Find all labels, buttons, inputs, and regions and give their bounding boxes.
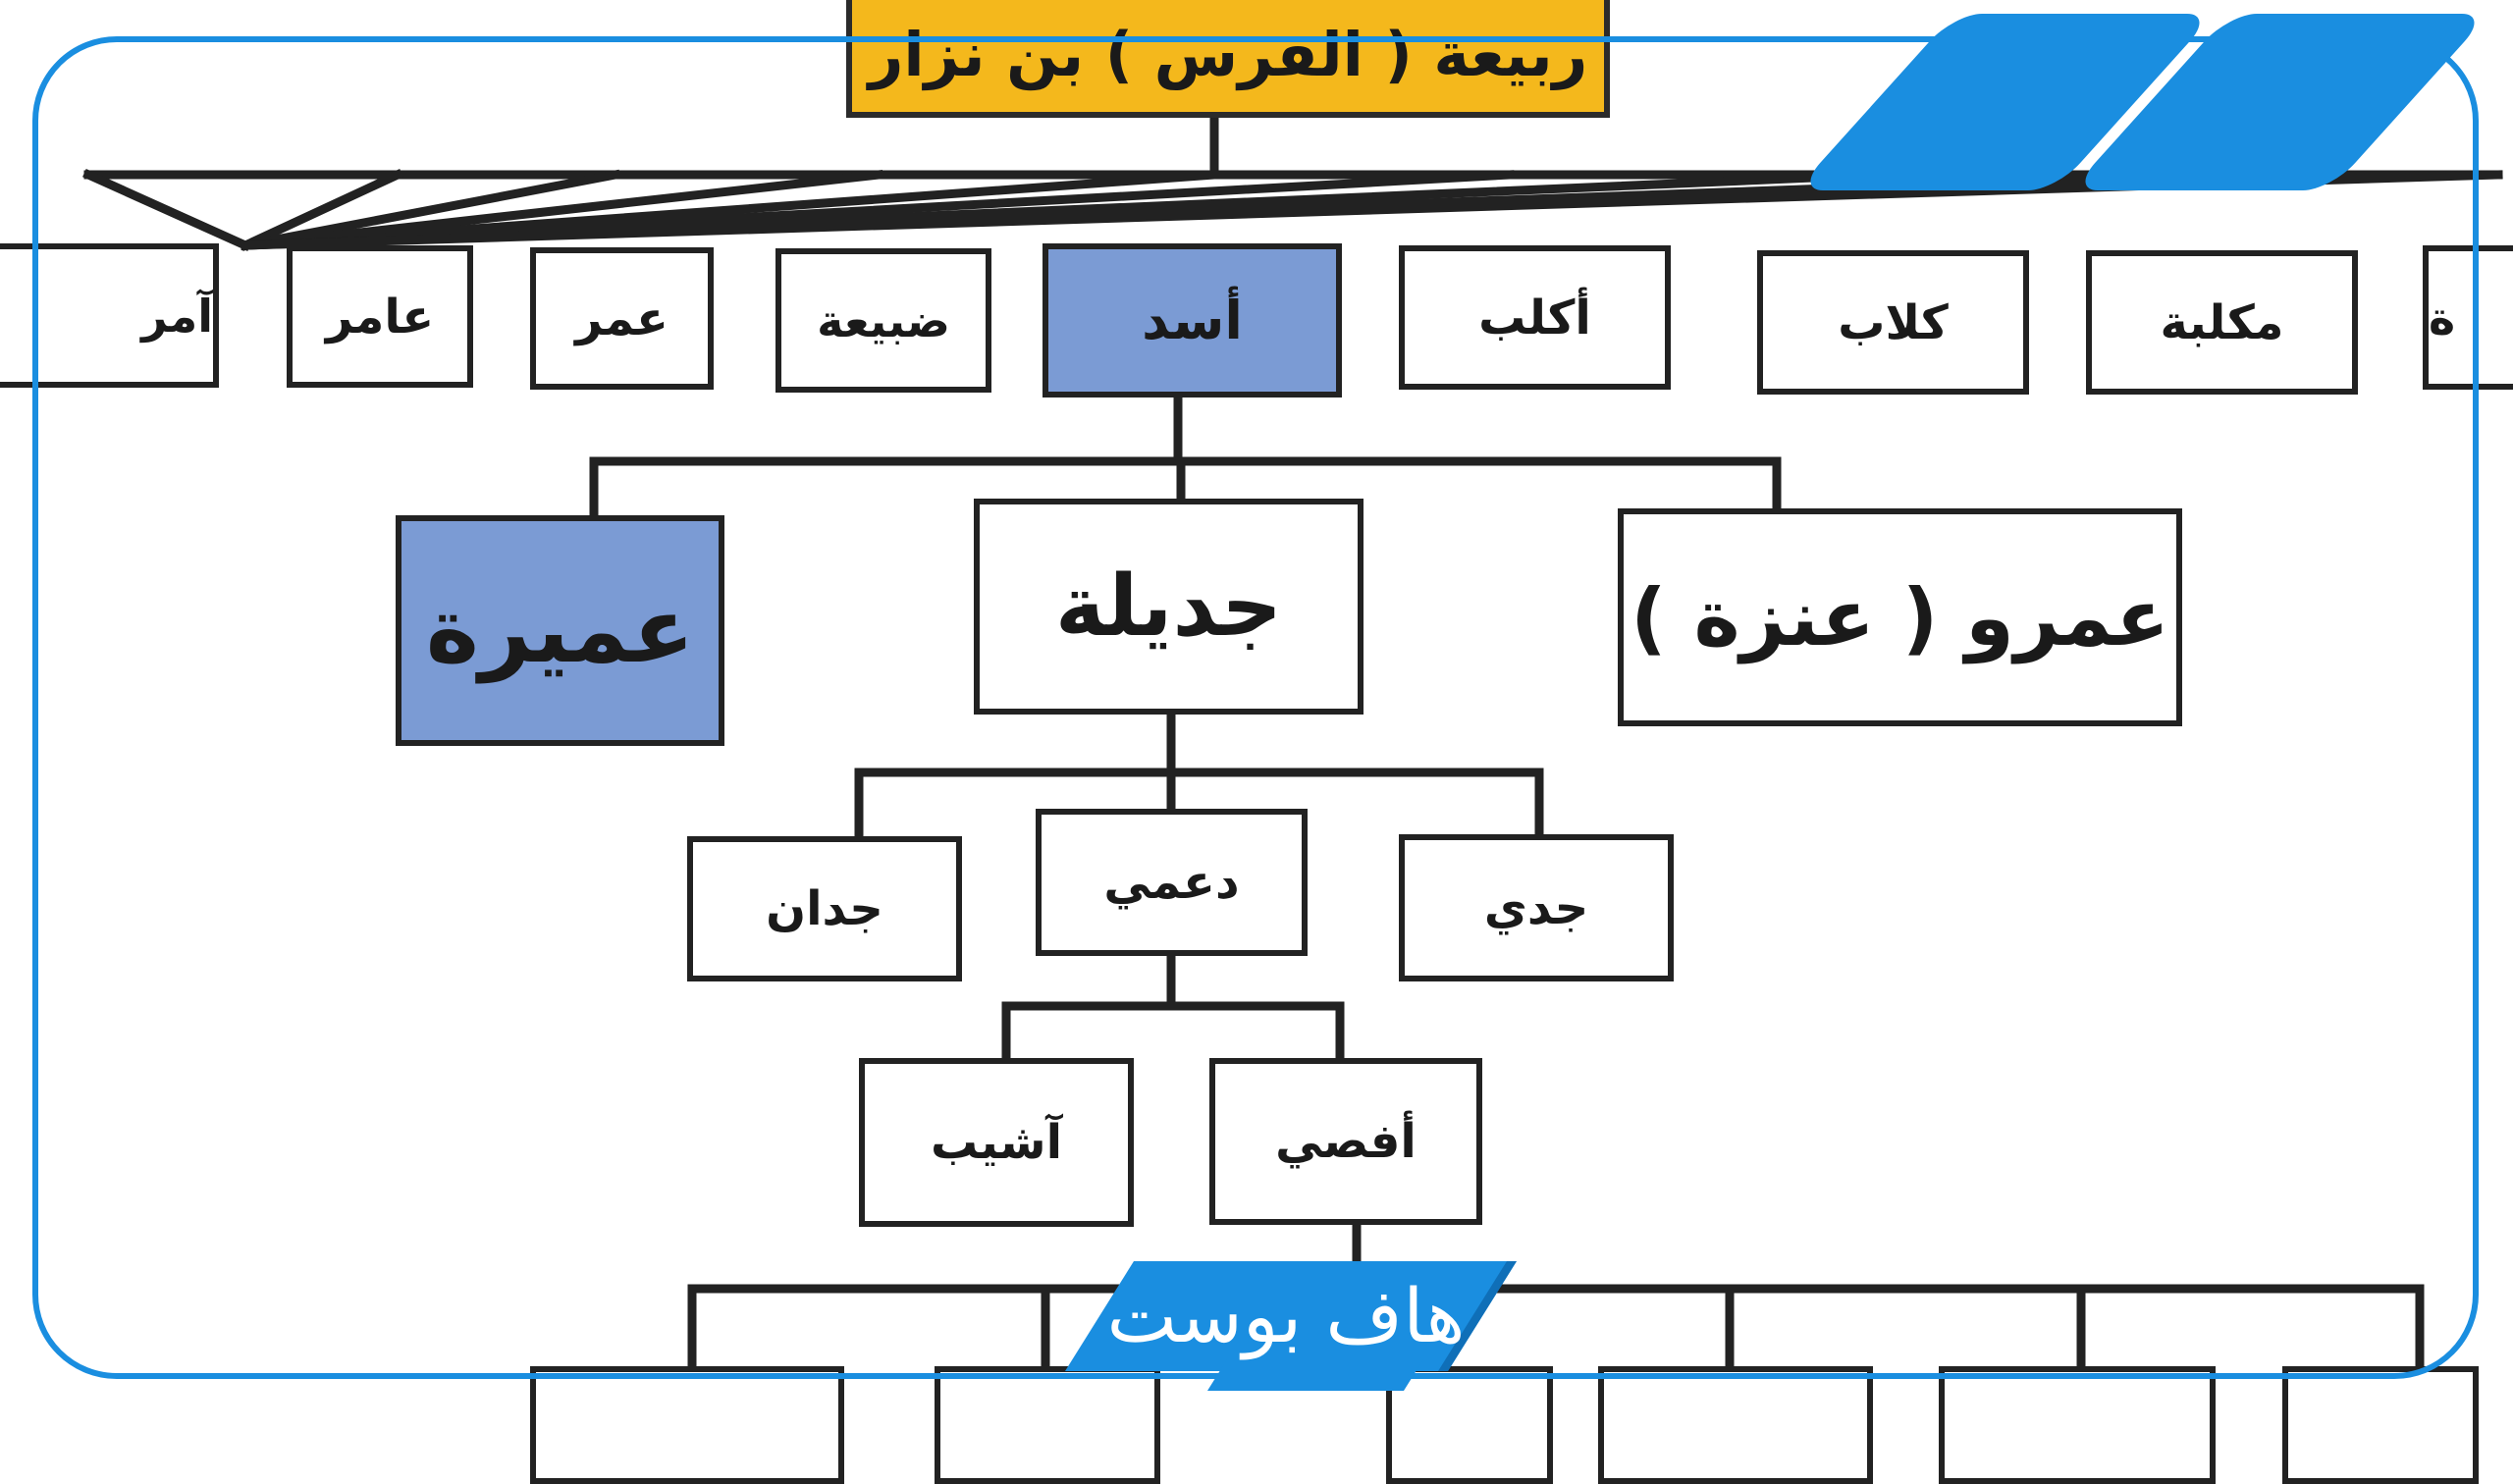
tribe-node-aklub: أكلب xyxy=(1399,245,1671,390)
clan-node-jadi: جدي xyxy=(1399,834,1674,981)
clan-node-jadilah: جديلة xyxy=(974,499,1363,715)
tribe-node-maklabah: مكلبة xyxy=(2086,250,2358,395)
watermark-text: هاف بوست xyxy=(1106,1272,1466,1359)
tribe-node-aamir: عامر xyxy=(287,245,473,388)
child-node-partial xyxy=(1598,1366,1873,1484)
child-node-partial xyxy=(2282,1366,2479,1484)
tribe-node-asad: أسد xyxy=(1043,243,1342,398)
tribe-node-cut-off: ة xyxy=(2423,245,2513,390)
child-node-partial xyxy=(1939,1366,2216,1484)
clan-node-judan: جدان xyxy=(687,836,962,981)
connector-line xyxy=(240,169,403,251)
clan-node-ashyab: آشيب xyxy=(859,1058,1134,1227)
tribe-node-dubayah: ضبيعة xyxy=(775,248,991,393)
clan-node-umayrah: عميرة xyxy=(396,515,724,746)
clan-node-amr-anazah: عمرو ( عنزة ) xyxy=(1618,508,2182,726)
clan-node-dumi: دعمي xyxy=(1036,809,1308,956)
connector-line xyxy=(240,169,621,251)
tribe-node-umar: عمر xyxy=(530,247,714,390)
clan-node-afsa: أفصي xyxy=(1209,1058,1482,1225)
tribe-node-kilab: كلاب xyxy=(1757,250,2029,395)
connector-line xyxy=(82,169,251,251)
root-node-rabiah: ربيعة ( الفرس ) بن نزار xyxy=(846,0,1610,118)
watermark-logo: هاف بوست xyxy=(1065,1261,1517,1404)
child-node-partial xyxy=(530,1366,844,1484)
tribe-node-amir: آمر xyxy=(0,243,219,388)
